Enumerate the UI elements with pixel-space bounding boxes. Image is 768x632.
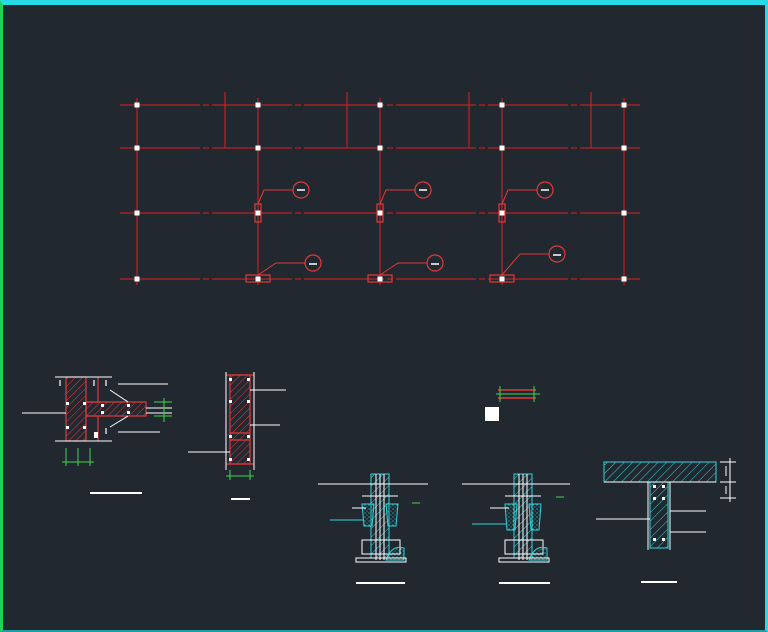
- column-marker: [499, 210, 505, 216]
- column-marker: [255, 276, 261, 282]
- column-marker: [621, 102, 627, 108]
- column-marker: [621, 145, 627, 151]
- column-marker: [499, 276, 505, 282]
- vertical-grid-lines: [136, 92, 625, 285]
- column-marker: [134, 145, 140, 151]
- foundation-section-b: [462, 473, 570, 584]
- callout-ticks: [297, 189, 561, 265]
- column-marker: [377, 210, 383, 216]
- slab-wall-joint-detail: [596, 458, 736, 583]
- column-markers: [134, 102, 627, 282]
- t-junction-wall-detail: [22, 376, 172, 494]
- column-marker: [499, 145, 505, 151]
- column-marker: [255, 145, 261, 151]
- column-marker: [134, 102, 140, 108]
- column-marker: [499, 102, 505, 108]
- column-marker: [255, 102, 261, 108]
- callout-bubbles: [292, 181, 566, 272]
- callout-leaders: [257, 189, 549, 276]
- foundation-section-a: [318, 473, 428, 584]
- vertical-wall-section-detail: [188, 372, 286, 500]
- column-marker: [255, 210, 261, 216]
- column-marker: [621, 210, 627, 216]
- column-marker: [377, 276, 383, 282]
- column-marker: [377, 145, 383, 151]
- column-marker: [377, 102, 383, 108]
- column-marker: [134, 276, 140, 282]
- column-marker: [621, 276, 627, 282]
- tie-column-elevation-marker: [485, 386, 540, 421]
- column-marker: [134, 210, 140, 216]
- structural-column-grid-plan: [120, 92, 640, 285]
